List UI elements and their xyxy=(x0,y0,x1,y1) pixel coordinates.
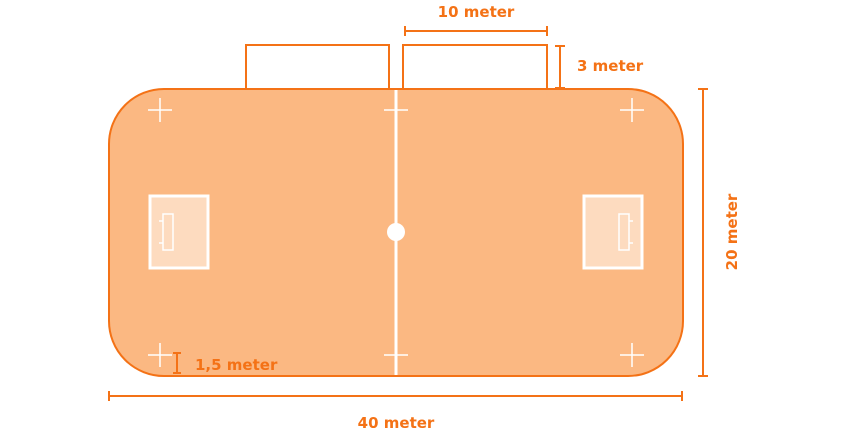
cross-mark xyxy=(620,343,644,367)
goal-right xyxy=(618,213,630,251)
cross-mark xyxy=(384,343,408,367)
bench-width-label: 10 meter xyxy=(438,3,515,21)
court-width-label: 20 meter xyxy=(723,193,741,270)
corner-mark-label: 1,5 meter xyxy=(195,356,278,374)
center-spot xyxy=(387,223,405,241)
goal-area-left xyxy=(148,194,210,270)
bench-left xyxy=(245,44,390,90)
cross-mark xyxy=(148,98,172,122)
court-length-label: 40 meter xyxy=(358,414,435,432)
cross-mark xyxy=(384,98,408,122)
goal-area-right xyxy=(582,194,644,270)
bench-width-dimension xyxy=(404,26,548,36)
court-width-dimension xyxy=(698,88,708,377)
court-length-dimension xyxy=(108,391,683,401)
cross-mark xyxy=(148,343,172,367)
bench-depth-label: 3 meter xyxy=(577,57,644,75)
goal-left xyxy=(162,213,174,251)
corner-mark-dimension xyxy=(173,352,181,374)
cross-marks xyxy=(148,98,644,367)
cross-mark xyxy=(620,98,644,122)
bench-depth-dimension xyxy=(555,45,565,89)
bench-right xyxy=(402,44,548,90)
